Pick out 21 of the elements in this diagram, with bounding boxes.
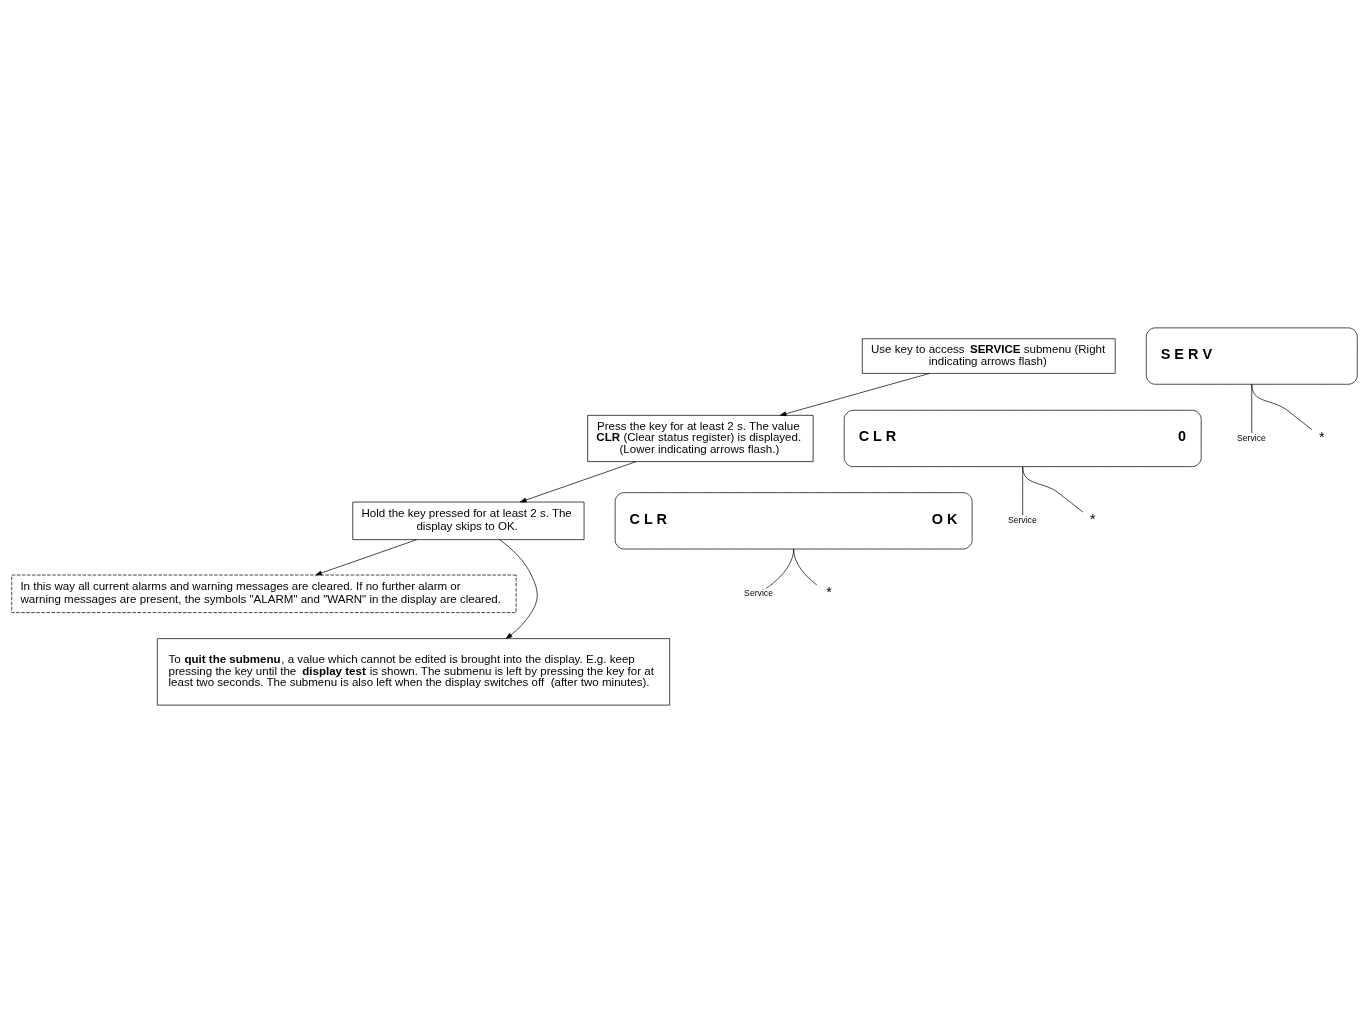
node-box: Use key to access SERVICE submenu (Right indicating arrows flash) (861, 338, 1116, 374)
node-text: * (1089, 511, 1096, 528)
node-text: Service (744, 588, 773, 599)
node-box: S E R V (1145, 327, 1358, 385)
arrow (499, 539, 538, 639)
arrow (315, 539, 417, 576)
connector (793, 548, 818, 586)
node-box: Press the key for at least 2 s. The value CLR (Clear status register) is displayed. (Lower indicating arrows flash.) (587, 414, 814, 462)
connector (1022, 466, 1084, 513)
connector (1251, 383, 1313, 431)
node-box: C L R O K (614, 492, 973, 550)
arrow (520, 461, 637, 503)
node-text: Service (1236, 432, 1266, 443)
node-box: In this way all current alarms and warning messages are cleared. If no further alarm or warning messages are present, the symbols "ALARM" and "WARN" in the display are cleared. (11, 574, 517, 613)
node-box: Hold the key pressed for at least 2 s. The display skips to OK. (352, 501, 585, 540)
arrow (779, 373, 930, 417)
node-text: * (1318, 429, 1325, 446)
node-box: To quit the submenu, a value which cannot be edited is brought into the display. E.g. keep pressing the key until the display test is shown. The submenu is left by pressing the key for at least two seconds. The submenu is also left when the display switches off (after two minutes). (156, 638, 671, 706)
node-text: Service (1007, 515, 1037, 526)
node-text: * (826, 584, 832, 601)
node-box: C L R 0 (843, 409, 1202, 467)
